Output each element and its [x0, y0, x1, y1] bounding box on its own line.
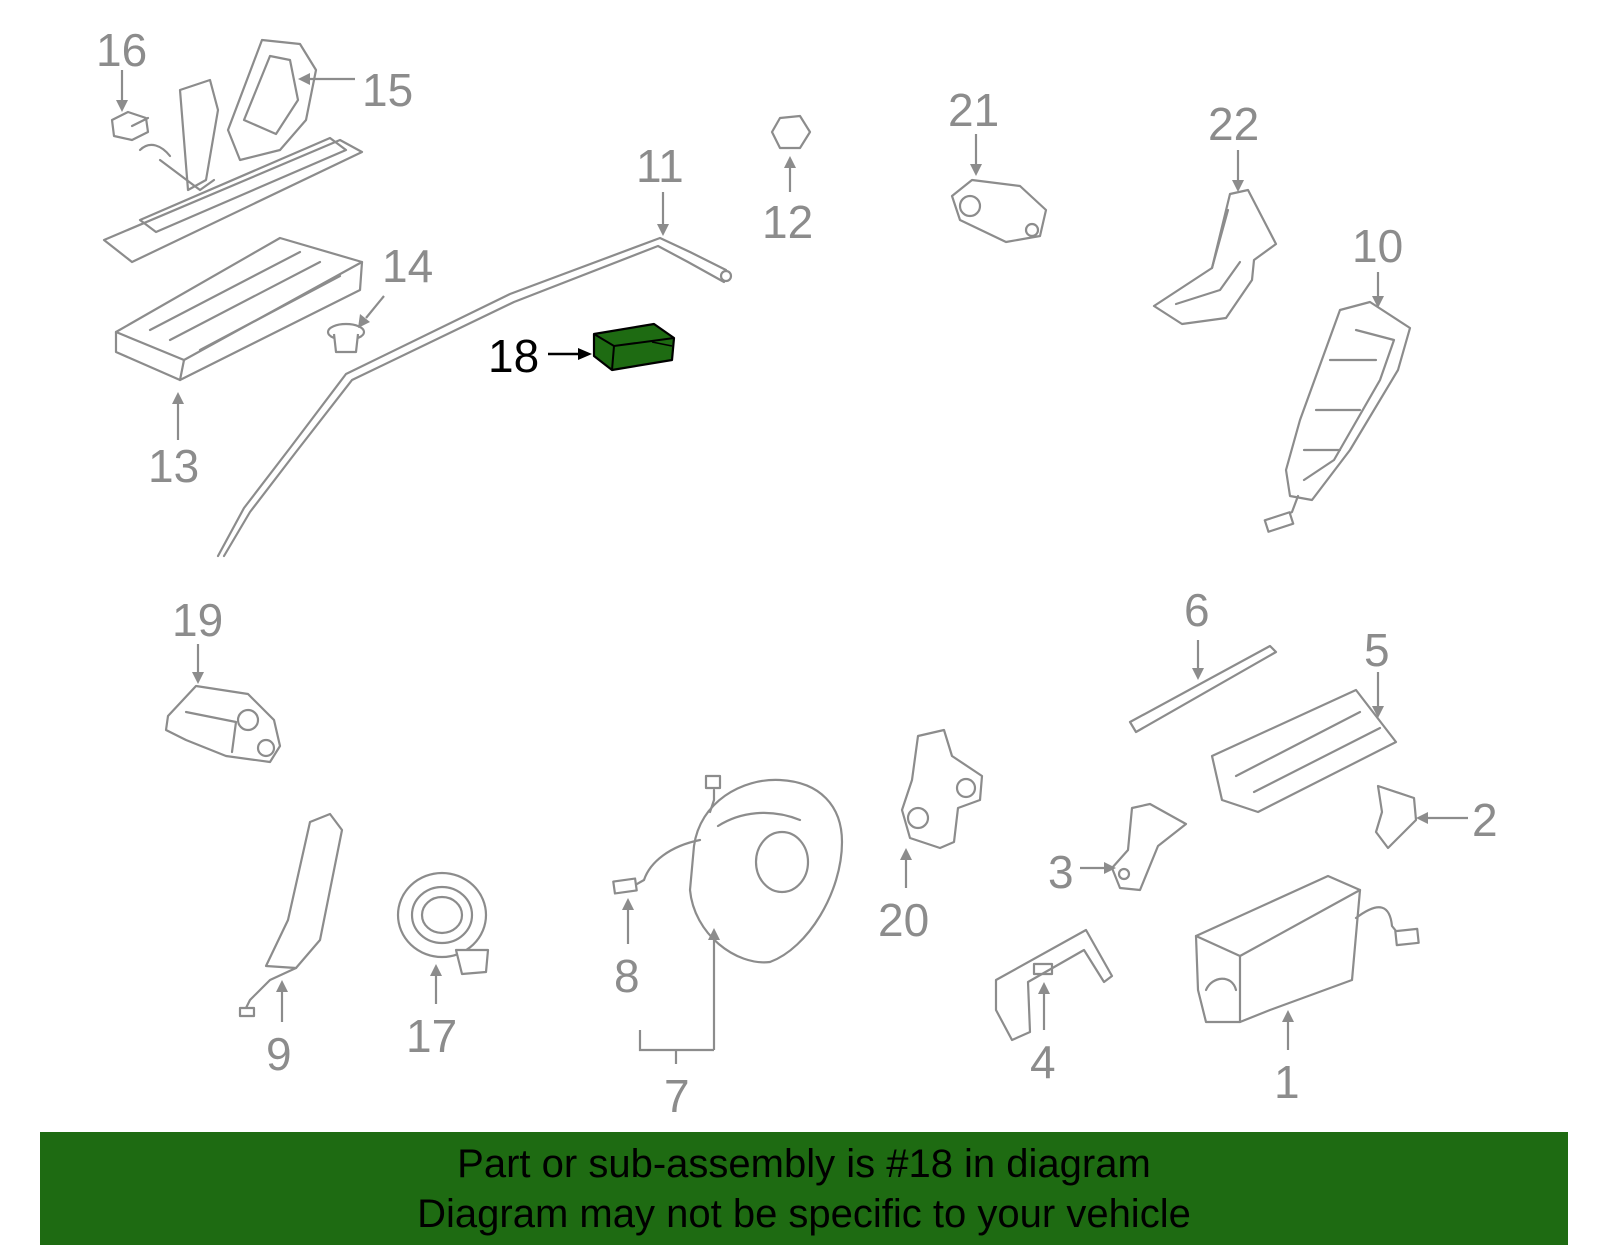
- arrow-13: [172, 392, 184, 404]
- banner-line-2: Diagram may not be specific to your vehi…: [417, 1191, 1191, 1236]
- part-13-rail[interactable]: [114, 236, 364, 382]
- leader-14: [365, 295, 385, 319]
- part-20-crash-sensor[interactable]: [900, 728, 984, 850]
- arrow-18: [578, 348, 592, 360]
- callout-21: 21: [948, 84, 999, 136]
- banner-line-1: Part or sub-assembly is #18 in diagram: [457, 1141, 1151, 1186]
- callout-11: 11: [636, 140, 684, 192]
- info-banner: Part or sub-assembly is #18 in diagram D…: [40, 1132, 1568, 1245]
- callout-13: 13: [148, 440, 199, 492]
- part-5-reinforcement[interactable]: [1210, 688, 1398, 814]
- part-15-bracket[interactable]: [102, 38, 364, 264]
- callout-2: 2: [1472, 794, 1498, 846]
- arrow-5: [1372, 706, 1384, 718]
- part-4-bracket[interactable]: [994, 928, 1114, 1042]
- part-8-wiring[interactable]: [612, 774, 722, 895]
- arrow-11: [657, 224, 669, 236]
- callout-14: 14: [382, 240, 433, 292]
- arrow-2: [1416, 812, 1428, 824]
- part-2-bracket[interactable]: [1374, 784, 1418, 850]
- arrow-19: [192, 672, 204, 684]
- part-10-side-airbag[interactable]: [1263, 300, 1412, 533]
- arrow-3: [1104, 862, 1116, 874]
- arrow-4: [1038, 982, 1050, 994]
- arrow-1: [1282, 1010, 1294, 1022]
- callout-9: 9: [266, 1028, 292, 1080]
- callout-18: 18: [488, 330, 539, 382]
- part-22-bracket[interactable]: [1152, 188, 1278, 326]
- part-21-sensor[interactable]: [950, 178, 1048, 244]
- arrow-20: [900, 848, 912, 860]
- arrow-22: [1232, 180, 1244, 192]
- part-1-passenger-airbag[interactable]: [1194, 874, 1420, 1024]
- callout-12: 12: [762, 196, 813, 248]
- part-19-sensor[interactable]: [164, 684, 282, 764]
- callout-22: 22: [1208, 98, 1259, 150]
- callout-17: 17: [406, 1010, 457, 1062]
- arrow-15: [298, 73, 310, 85]
- callout-4: 4: [1030, 1036, 1056, 1088]
- callout-5: 5: [1364, 624, 1390, 676]
- arrow-9: [276, 980, 288, 992]
- arrow-16: [116, 100, 128, 112]
- part-9-knee-airbag[interactable]: [238, 812, 344, 1018]
- callout-6: 6: [1184, 584, 1210, 636]
- part-12-nut[interactable]: [770, 114, 812, 150]
- arrow-12: [784, 156, 796, 168]
- callout-16: 16: [96, 24, 147, 76]
- part-7-driver-airbag[interactable]: [688, 778, 844, 964]
- arrow-14: [358, 314, 370, 328]
- part-16-bolt[interactable]: [110, 110, 150, 142]
- part-11-curtain-airbag[interactable]: [216, 236, 733, 558]
- callout-15: 15: [362, 64, 413, 116]
- arrow-21: [970, 164, 982, 176]
- arrow-6: [1192, 668, 1204, 680]
- callout-3: 3: [1048, 846, 1074, 898]
- part-18-module[interactable]: [592, 322, 676, 372]
- callout-1: 1: [1274, 1056, 1300, 1108]
- callout-7: 7: [664, 1070, 690, 1122]
- part-3-bracket[interactable]: [1110, 802, 1188, 892]
- part-14-clip[interactable]: [326, 322, 366, 354]
- part-6-strip[interactable]: [1128, 644, 1278, 734]
- callout-20: 20: [878, 894, 929, 946]
- leader-7-bracket: [638, 1030, 714, 1064]
- arrow-10: [1372, 296, 1384, 308]
- callout-19: 19: [172, 594, 223, 646]
- arrow-8: [622, 898, 634, 910]
- callout-8: 8: [614, 950, 640, 1002]
- part-17-clock-spring[interactable]: [396, 871, 490, 976]
- arrow-17: [430, 964, 442, 976]
- callout-10: 10: [1352, 220, 1403, 272]
- arrow-7: [708, 928, 720, 940]
